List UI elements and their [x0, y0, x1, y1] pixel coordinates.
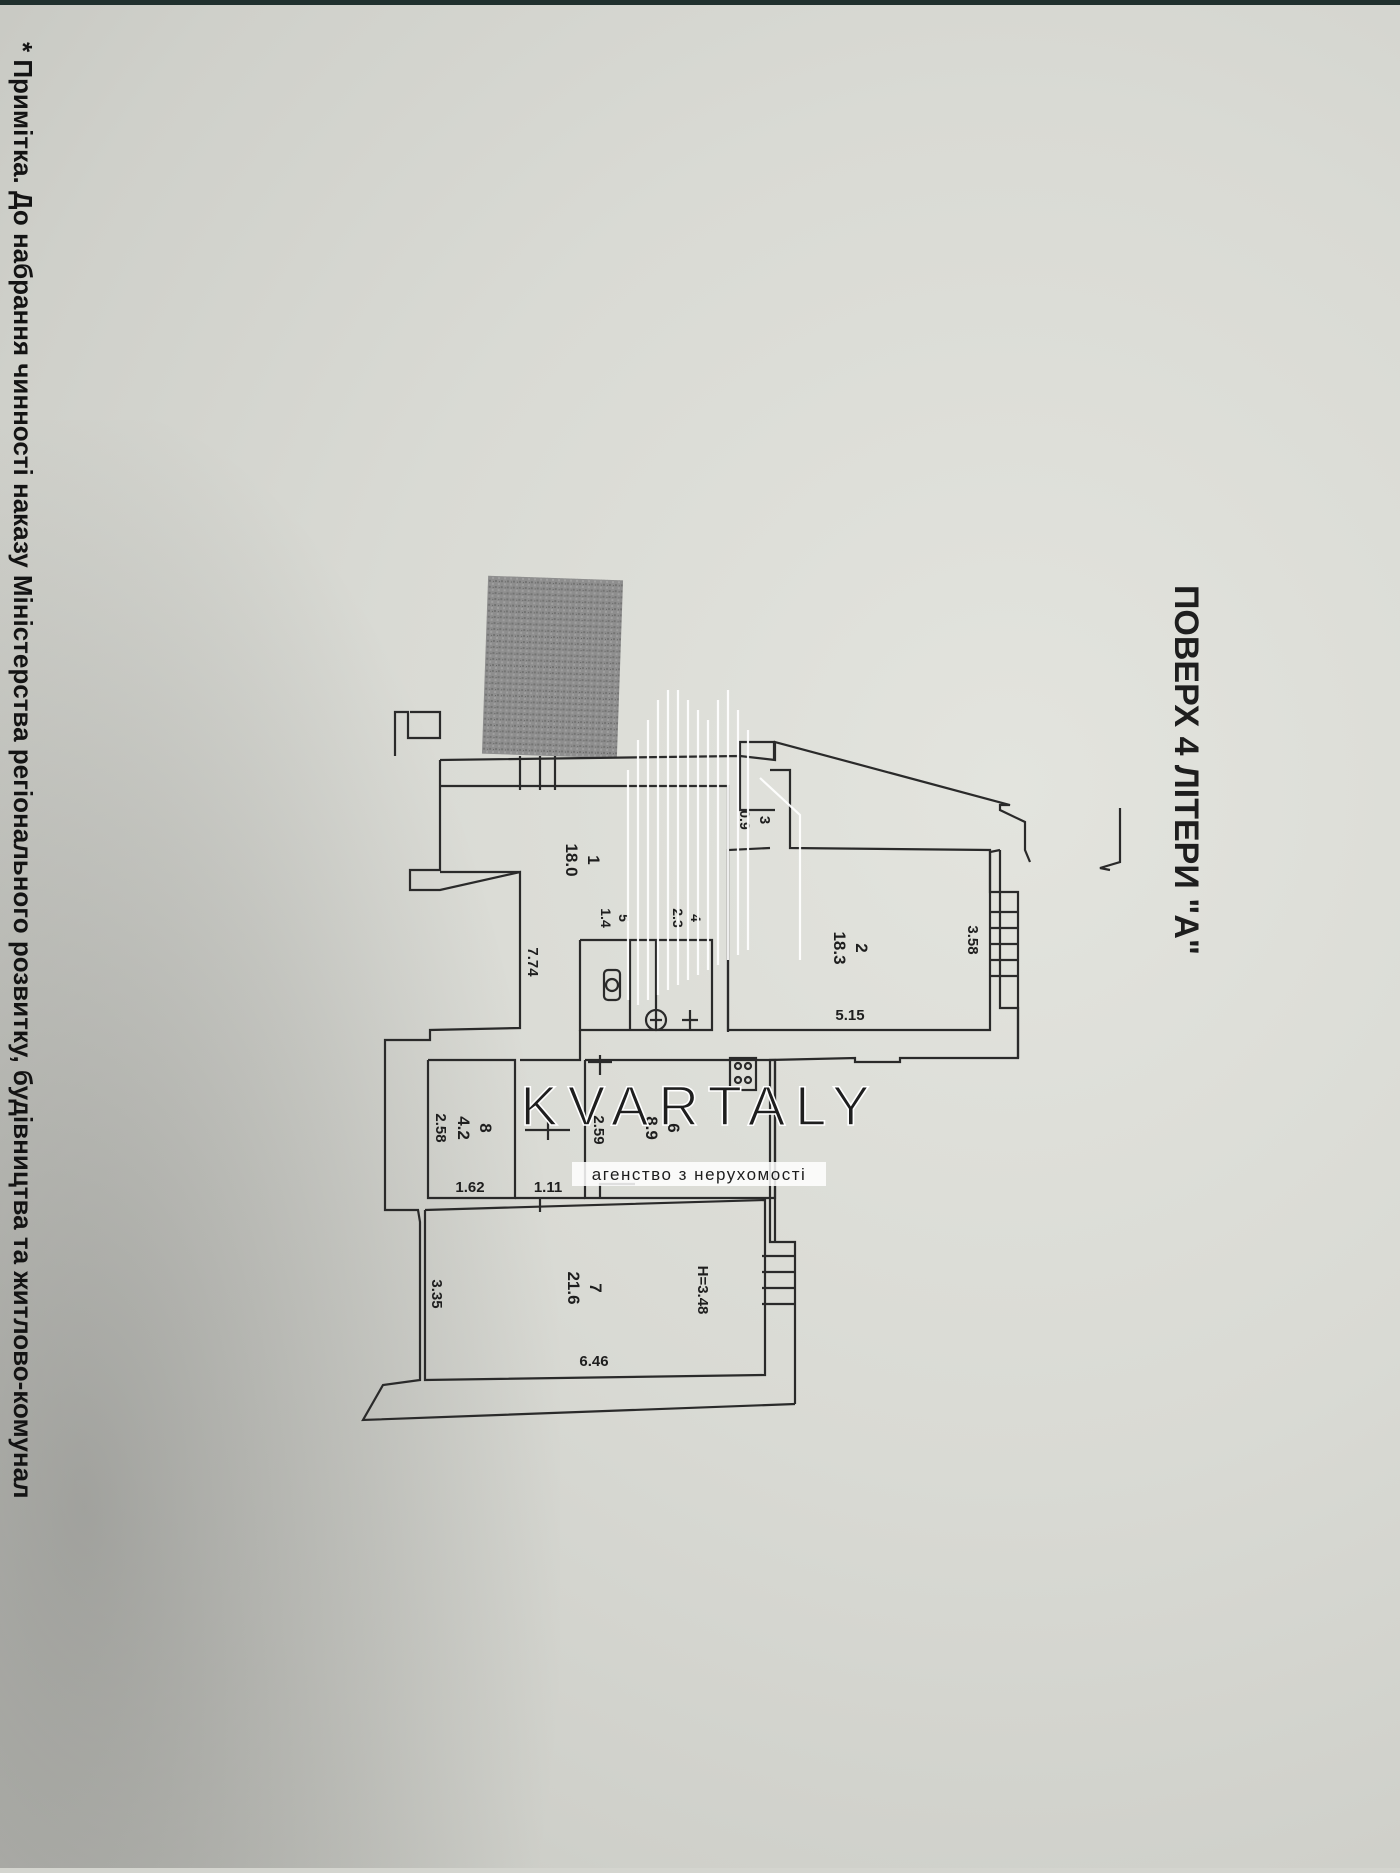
dim-1-62: 1.62 — [455, 1179, 484, 1196]
watermark-tagline-box — [572, 1162, 826, 1186]
room-2: 2 18.3 — [830, 931, 871, 964]
room-7-area: 21.6 — [564, 1271, 583, 1304]
dim-6-46: 6.46 — [579, 1353, 608, 1370]
top-edge — [0, 0, 1400, 5]
room-6: 6 8.9 — [642, 1116, 683, 1140]
dimension-labels: 3.58 5.15 7.74 2.58 1.62 1.11 2.59 3.35 … — [428, 925, 981, 1370]
room-6-number: 6 — [664, 1123, 683, 1132]
room-1: 1 18.0 — [562, 843, 603, 876]
dim-3-58: 3.58 — [964, 925, 981, 954]
room-4-number: 4 — [688, 914, 704, 922]
paper-sheet — [0, 5, 1400, 1868]
plan-title: ПОВЕРХ 4 ЛІТЕРИ "А" — [1167, 585, 1205, 955]
room-1-number: 1 — [584, 855, 603, 864]
room-5: 5 1.4 — [598, 908, 632, 928]
room-5-number: 5 — [616, 914, 632, 922]
watermark-tagline: агенство з нерухомості — [592, 1165, 807, 1184]
room-8: 8 4.2 — [454, 1116, 495, 1140]
dim-3-35: 3.35 — [428, 1279, 445, 1308]
room-2-number: 2 — [852, 943, 871, 952]
dim-2-58: 2.58 — [432, 1113, 449, 1142]
room-5-area: 1.4 — [598, 908, 614, 928]
dim-1-11: 1.11 — [534, 1179, 562, 1196]
dim-7-74: 7.74 — [524, 947, 541, 977]
room-labels: 1 18.0 2 18.3 3 0.9 4 2.3 5 1.4 6 8.9 7 … — [454, 810, 871, 1304]
watermark-logo-icon — [626, 690, 802, 1005]
stamp — [481, 575, 624, 759]
watermark-brand: KVARTALY — [520, 1074, 879, 1137]
room-7: 7 21.6 — [564, 1271, 605, 1304]
room-2-area: 18.3 — [830, 931, 849, 964]
room-1-area: 18.0 — [562, 843, 581, 876]
room-3-number: 3 — [756, 816, 773, 824]
room-8-area: 4.2 — [454, 1116, 473, 1140]
room-7-number: 7 — [586, 1283, 605, 1292]
hand-shadow — [0, 420, 560, 1868]
dim-5-15: 5.15 — [835, 1007, 864, 1024]
dim-height: H=3.48 — [694, 1266, 711, 1315]
room-8-number: 8 — [476, 1123, 495, 1132]
footnote: * Примітка. До набрання чинності наказу … — [8, 42, 38, 1499]
dim-2-59: 2.59 — [590, 1115, 607, 1144]
room-6-area: 8.9 — [642, 1116, 661, 1140]
